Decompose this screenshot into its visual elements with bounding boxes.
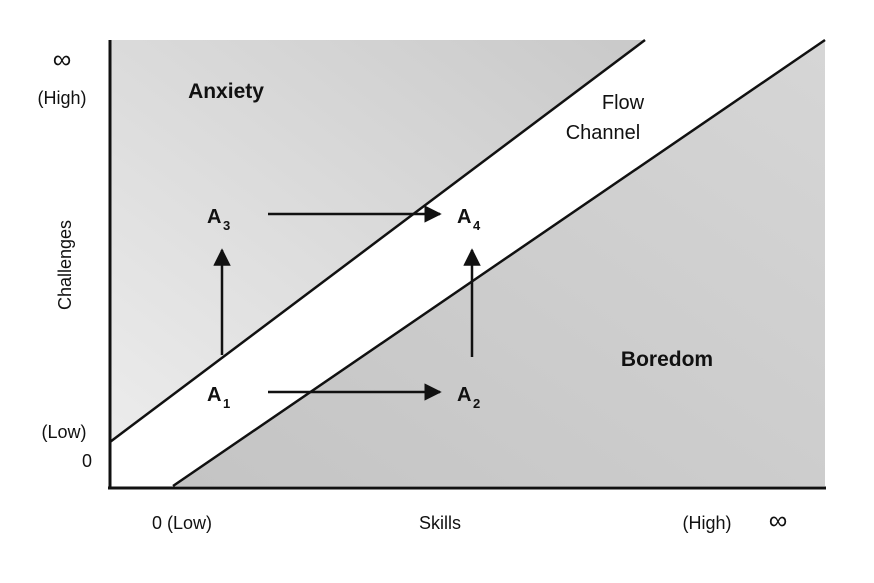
x-high-infinity: ∞ [769,505,788,535]
svg-text:1: 1 [223,396,230,411]
y-low-label: (Low) [41,422,86,442]
y-axis-title: Challenges [55,220,75,310]
node-a1: A 1 [207,384,230,411]
node-a3: A 3 [207,206,230,233]
svg-text:A: A [207,206,221,228]
flow-lower-boundary [172,38,826,488]
x-axis-title: Skills [419,513,461,533]
node-a4: A 4 [457,206,481,233]
anxiety-label: Anxiety [188,80,264,103]
svg-text:A: A [457,206,471,228]
x-high-label: (High) [682,513,731,533]
y-top-infinity: ∞ [53,44,72,74]
channel-label: Channel [566,122,641,144]
svg-text:2: 2 [473,396,480,411]
x-origin-label: 0 (Low) [152,513,212,533]
svg-text:A: A [207,384,221,406]
node-a2: A 2 [457,384,480,411]
svg-text:4: 4 [473,218,481,233]
y-zero-label: 0 [82,451,92,471]
y-high-label: (High) [37,88,86,108]
svg-text:3: 3 [223,218,230,233]
boredom-label: Boredom [621,348,713,371]
svg-text:A: A [457,384,471,406]
flow-upper-boundary [109,39,646,443]
flow-label: Flow [602,92,645,114]
